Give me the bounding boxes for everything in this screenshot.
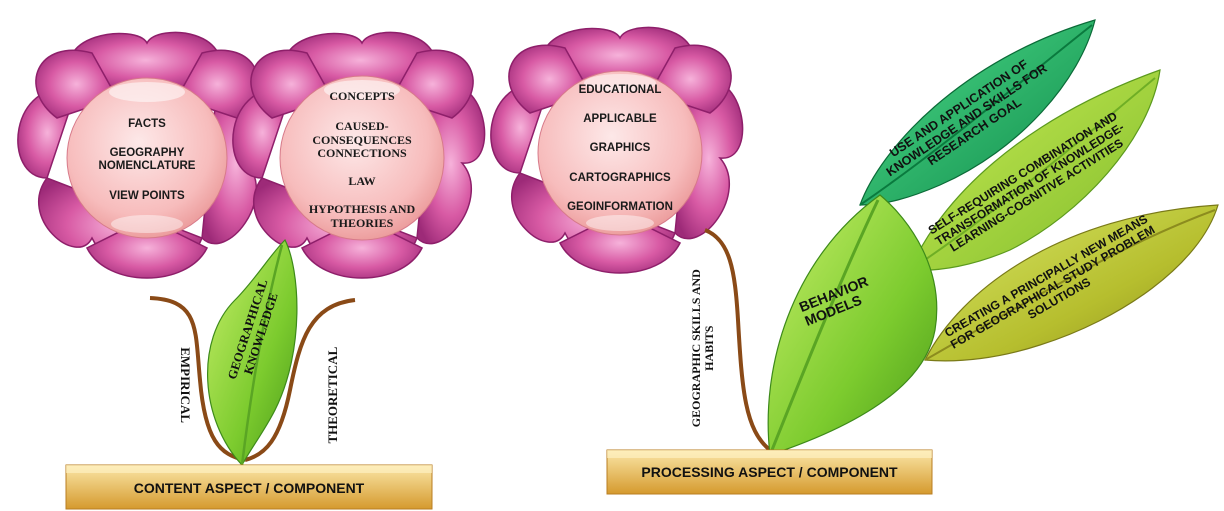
item-educational: EDUCATIONAL bbox=[578, 84, 662, 96]
label-processing-component: PROCESSING ASPECT / COMPONENT bbox=[641, 464, 898, 480]
item-hypothesis-theories: HYPOTHESIS AND THEORIES bbox=[308, 201, 416, 230]
flower-educational bbox=[490, 26, 744, 274]
item-concepts: CONCEPTS bbox=[329, 89, 395, 103]
processing-base-plate bbox=[606, 449, 933, 495]
leaf-top-teal bbox=[859, 19, 1096, 206]
flower-concepts bbox=[232, 31, 486, 279]
item-view-points: VIEW POINTS bbox=[109, 189, 185, 202]
label-content-component: CONTENT ASPECT / COMPONENT bbox=[133, 480, 365, 496]
item-facts: FACTS bbox=[128, 118, 166, 130]
item-law: LAW bbox=[348, 174, 376, 189]
leaf-behavior-models bbox=[767, 194, 938, 456]
item-geoinformation: GEOINFORMATION bbox=[567, 200, 673, 213]
item-graphics: GRAPHICS bbox=[589, 142, 651, 155]
item-cartographics: CARTOGRAPHICS bbox=[569, 171, 671, 184]
leaf-bottom-olive bbox=[924, 204, 1219, 362]
leaf-geographical-knowledge bbox=[206, 238, 298, 467]
label-empirical: EMPIRICAL bbox=[178, 347, 194, 424]
label-geographic-skills: GEOGRAPHIC SKILLS AND HABITS bbox=[688, 269, 716, 428]
item-geography-nomenclature: GEOGRAPHY NOMENCLATURE bbox=[98, 147, 196, 173]
content-base-plate bbox=[65, 464, 433, 510]
label-theoretical: THEORETICAL bbox=[324, 346, 340, 444]
flower-facts-text: FACTS GEOGRAPHY NOMENCLATURE VIEW POINTS bbox=[87, 118, 207, 203]
stem-skills bbox=[704, 228, 772, 452]
stem-empirical bbox=[149, 296, 246, 462]
leaf-middle-lime bbox=[909, 69, 1161, 271]
flower-concepts-text: CONCEPTS CAUSED-CONSEQUENCES CONNECTIONS… bbox=[302, 89, 422, 231]
flower-facts bbox=[17, 31, 271, 279]
item-caused-consequences: CAUSED-CONSEQUENCES CONNECTIONS bbox=[312, 118, 412, 161]
item-applicable: APPLICABLE bbox=[583, 113, 657, 126]
stem-theoretical bbox=[244, 298, 356, 462]
flower-educational-text: EDUCATIONAL APPLICABLE GRAPHICS CARTOGRA… bbox=[560, 84, 680, 214]
